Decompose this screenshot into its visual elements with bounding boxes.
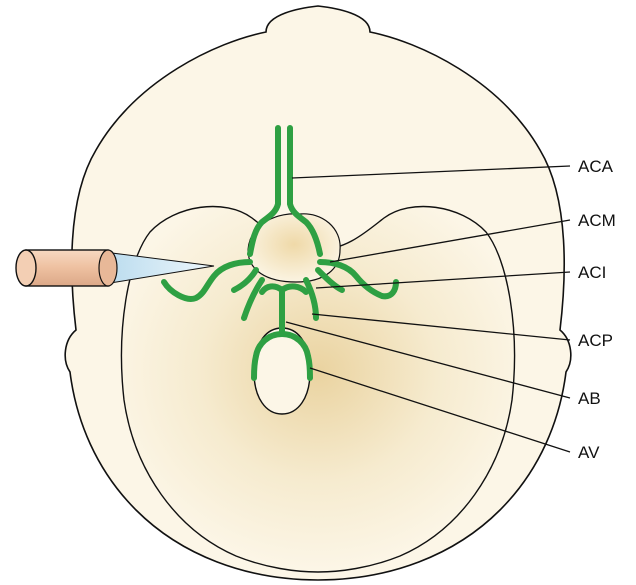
- label-aca: ACA: [578, 157, 614, 176]
- label-ab: AB: [578, 389, 601, 408]
- label-av: AV: [578, 443, 600, 462]
- label-acm: ACM: [578, 211, 616, 230]
- label-acp: ACP: [578, 331, 613, 350]
- transducer-probe-icon: [16, 250, 117, 286]
- label-aci: ACI: [578, 263, 606, 282]
